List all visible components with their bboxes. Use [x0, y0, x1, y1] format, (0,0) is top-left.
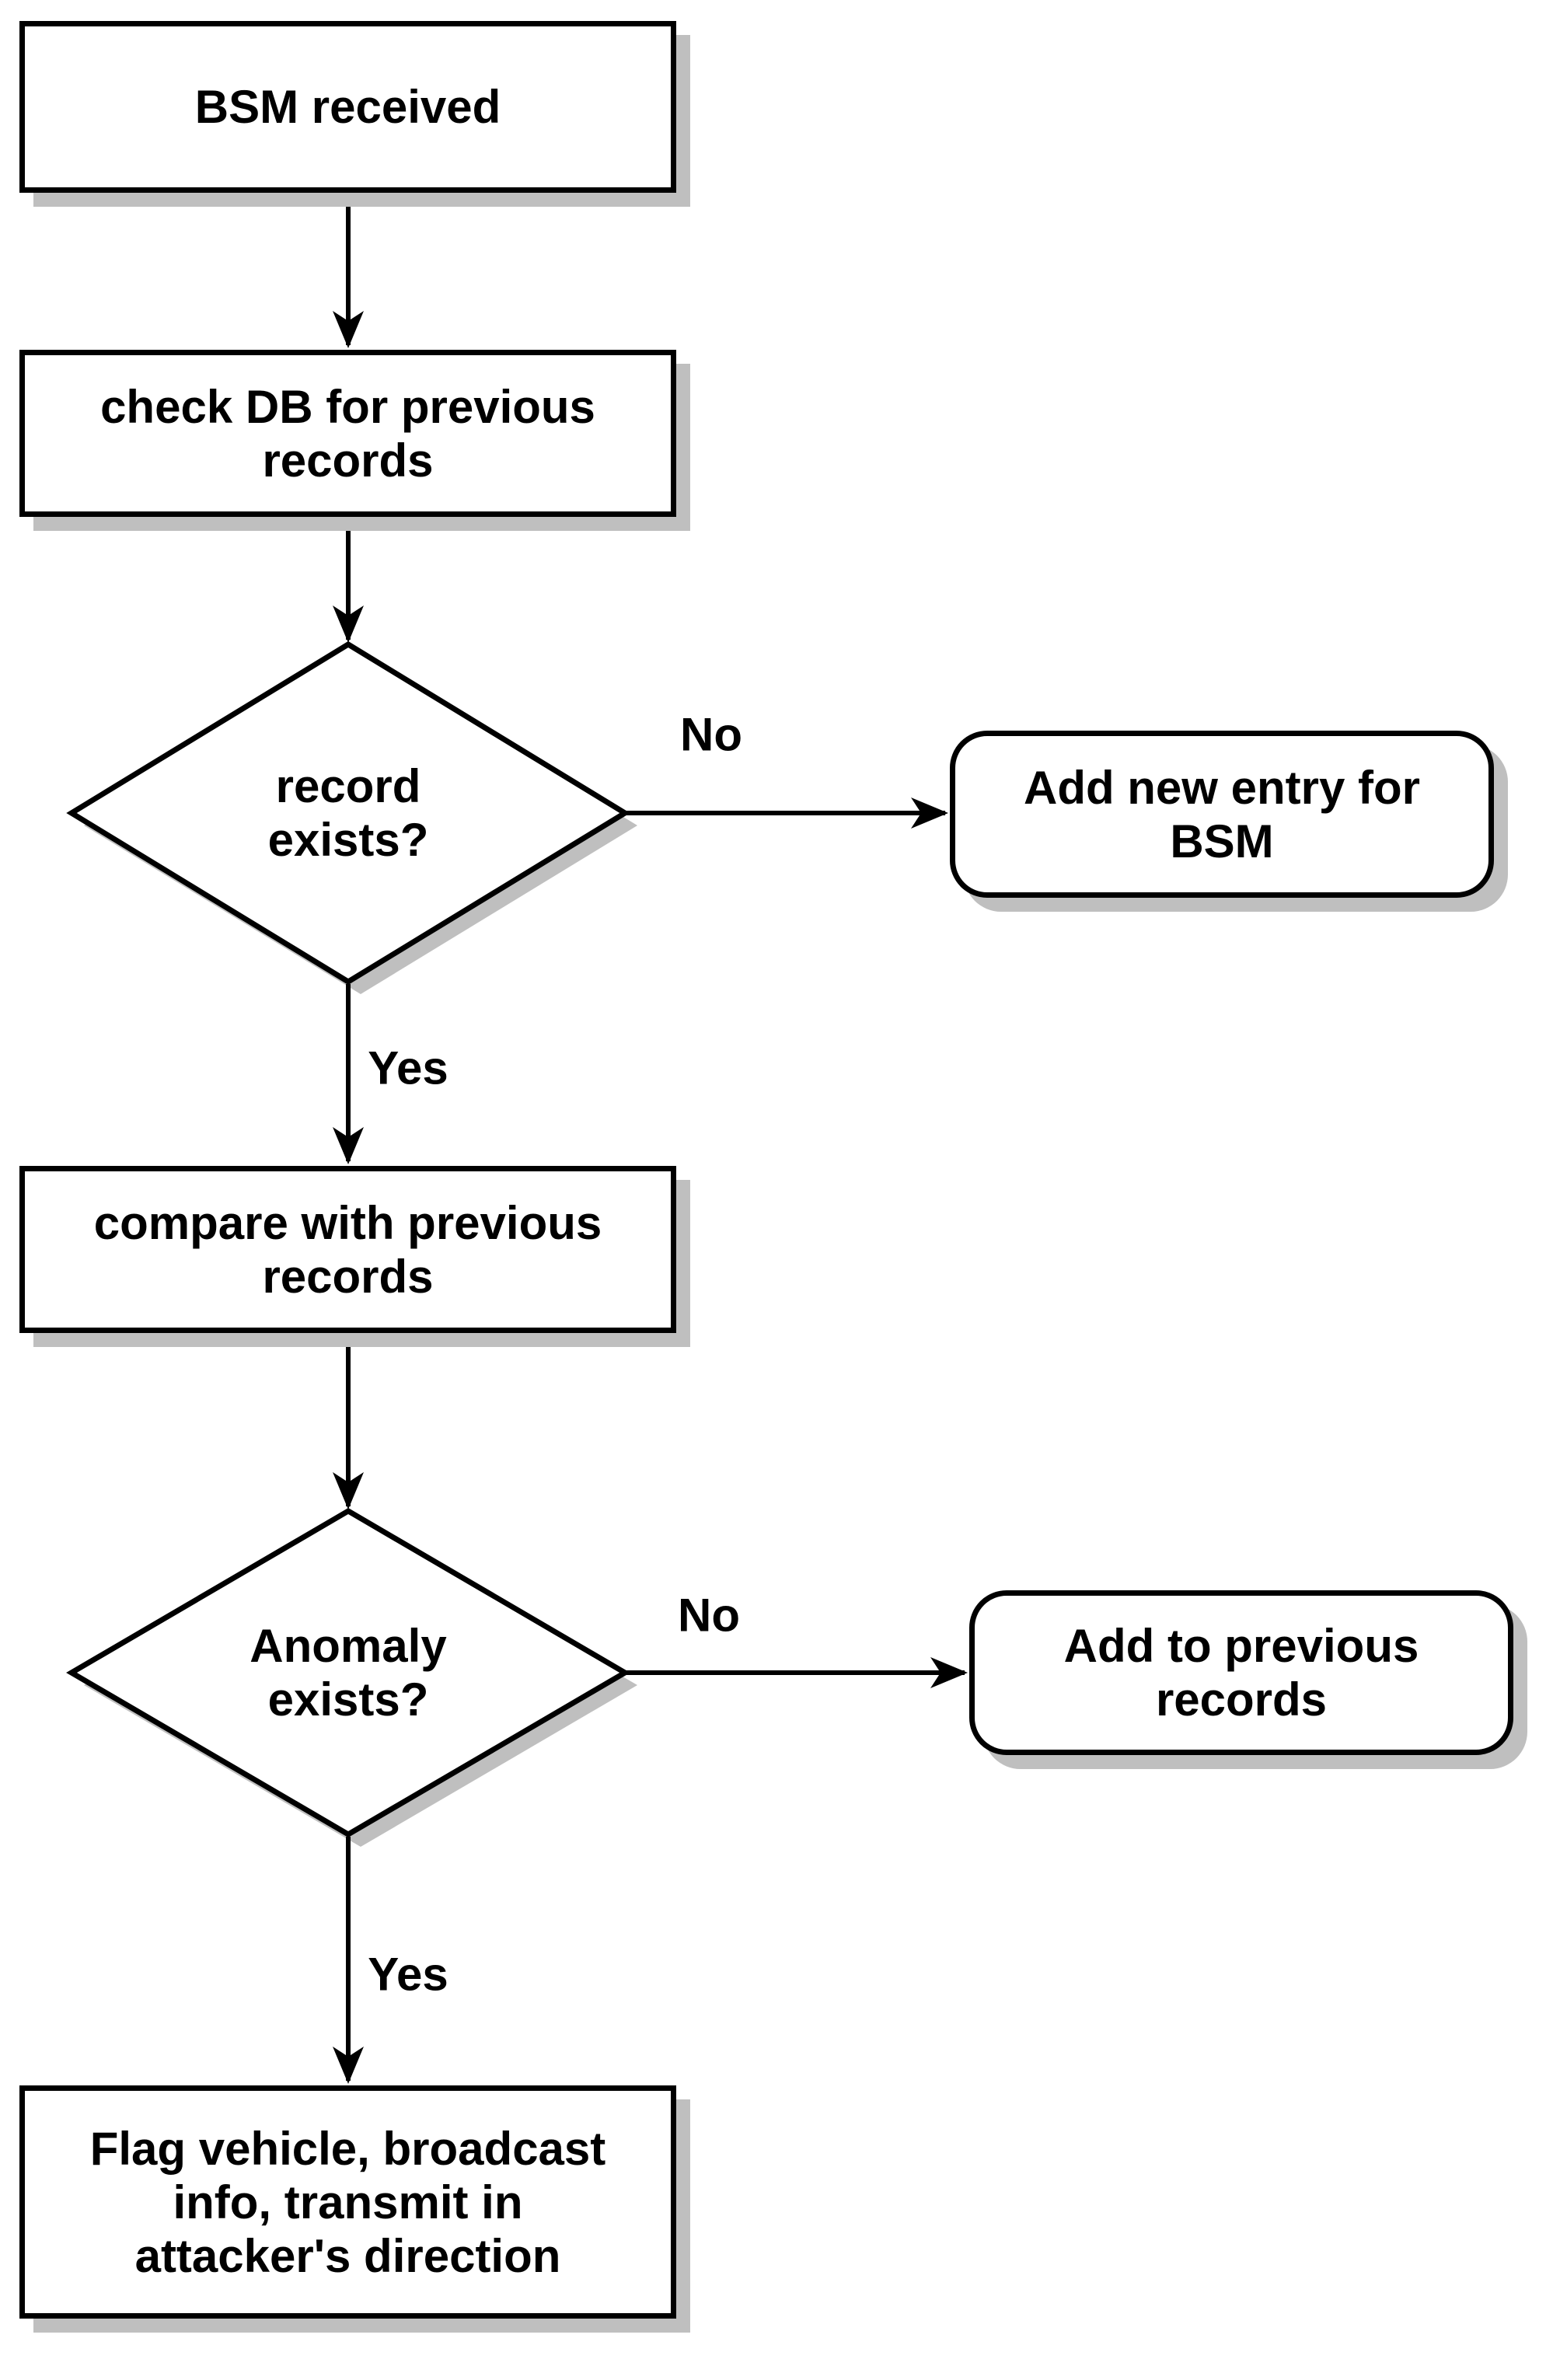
edge-label-no-anomaly: No [678, 1589, 740, 1642]
node-flag-vehicle-label: Flag vehicle, broadcast info, transmit i… [89, 2122, 606, 2282]
node-compare-records: compare with previous records [19, 1166, 676, 1333]
decision-record-exists-shape [66, 640, 630, 986]
edge-label-yes-record: Yes [368, 1042, 448, 1094]
decision-anomaly-exists-label: Anomaly exists? [250, 1620, 447, 1726]
node-add-new-entry-label: Add new entry for BSM [1023, 761, 1421, 867]
node-check-db: check DB for previous records [19, 350, 676, 517]
node-check-db-label: check DB for previous records [100, 380, 595, 487]
node-add-new-entry: Add new entry for BSM [950, 731, 1494, 898]
node-flag-vehicle: Flag vehicle, broadcast info, transmit i… [19, 2085, 676, 2319]
node-compare-records-label: compare with previous records [93, 1196, 602, 1303]
decision-record-exists-label: record exists? [267, 760, 429, 866]
node-bsm-received-label: BSM received [194, 81, 501, 133]
edge-label-no-record: No [680, 708, 742, 761]
node-bsm-received: BSM received [19, 21, 676, 193]
decision-anomaly-exists-shape [66, 1507, 630, 1838]
node-add-to-previous-label: Add to previous records [1063, 1620, 1419, 1726]
edge-label-yes-anomaly: Yes [368, 1948, 448, 2001]
node-add-to-previous: Add to previous records [969, 1590, 1513, 1755]
